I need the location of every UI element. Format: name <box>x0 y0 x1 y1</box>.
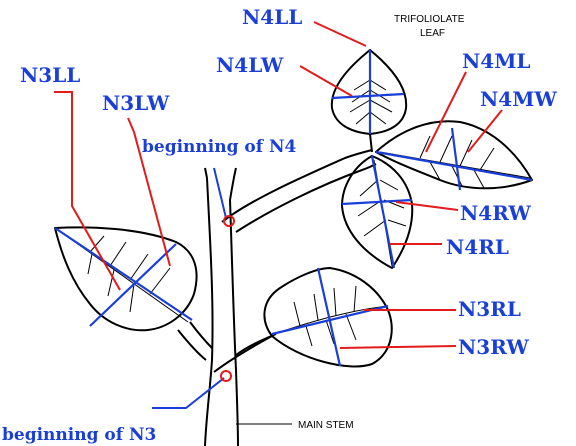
n4ll-leader <box>313 21 367 47</box>
n4lw-width-line <box>331 92 405 100</box>
label-n4rw: N4RW <box>460 201 531 225</box>
label-n4lw: N4LW <box>216 53 284 77</box>
n4rw-width-line <box>341 198 413 206</box>
main-stem <box>204 167 239 446</box>
node-leaders <box>152 167 227 409</box>
n4lw-leader <box>299 65 353 97</box>
label-n4ml: N4ML <box>462 49 530 73</box>
beginning-n4-leader <box>213 167 227 219</box>
n3-petiole <box>177 321 277 373</box>
n3lw-width-line <box>89 243 177 327</box>
n3-node-marker <box>220 370 232 382</box>
lower-leaflet <box>341 155 414 269</box>
label-beginning-n4: beginning of N4 <box>142 137 296 157</box>
label-n4mw: N4MW <box>480 87 557 111</box>
label-beginning-n3: beginning of N3 <box>2 425 156 445</box>
n4rw-leader <box>395 201 459 211</box>
n3ll-leader <box>54 91 121 291</box>
n4ml-length-line <box>375 150 533 182</box>
n3rw-width-line <box>316 267 342 367</box>
n4mw-leader <box>467 109 503 153</box>
n3lw-leader <box>127 117 171 267</box>
n4-node-marker <box>223 215 235 227</box>
label-trifoliolate-line2: LEAF <box>420 28 445 39</box>
label-n4rl: N4RL <box>446 235 509 259</box>
beginning-n3-leader <box>152 377 225 409</box>
n4rl-length-line <box>370 155 396 269</box>
label-n3rl: N3RL <box>458 297 521 321</box>
label-n3rw: N3RW <box>458 335 529 359</box>
n3ll-length-line <box>54 227 193 321</box>
n4ml-leader <box>425 71 467 153</box>
label-main-stem: MAIN STEM <box>298 420 354 431</box>
n3rw-leader <box>339 345 457 349</box>
n4mw-width-line <box>450 127 462 191</box>
label-n3ll: N3LL <box>20 63 80 87</box>
label-n3lw: N3LW <box>102 91 170 115</box>
label-trifoliolate-line1: TRIFOLIOLATE <box>394 14 465 25</box>
branch-to-trifoliolate <box>221 149 377 233</box>
right-leaflet <box>375 120 533 190</box>
leader-lines <box>54 21 503 349</box>
label-n4ll: N4LL <box>242 5 302 29</box>
